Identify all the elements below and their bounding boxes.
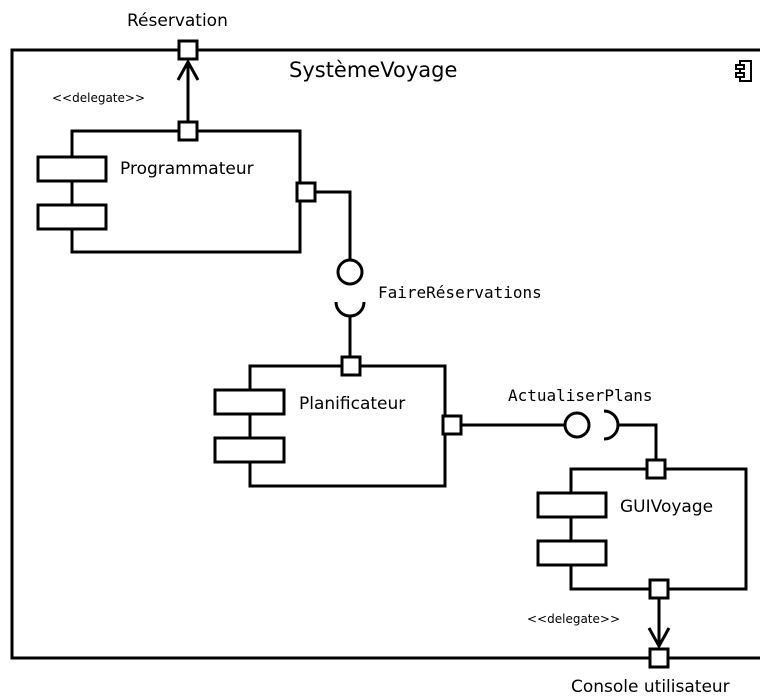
guivoyage-tab-bottom <box>536 539 608 567</box>
actualiser-plans-socket <box>603 409 620 441</box>
delegate-bottom-label: <<delegate>> <box>527 612 620 626</box>
programmateur-label: Programmateur <box>120 159 254 179</box>
programmateur-port-right <box>295 181 317 203</box>
component-guivoyage: GUIVoyage <box>536 458 748 600</box>
guivoyage-port-bottom <box>648 578 670 600</box>
faire-reservations-socket <box>334 301 366 318</box>
actualiser-plans-label: ActualiserPlans <box>508 386 653 405</box>
delegate-top-label: <<delegate>> <box>52 91 145 105</box>
component-planificateur: Planificateur <box>213 355 463 488</box>
actualiser-plans-lollipop <box>563 411 591 439</box>
component-icon <box>735 60 752 82</box>
planificateur-port-right <box>441 414 463 436</box>
guivoyage-port-top <box>645 458 667 480</box>
planificateur-port-top <box>340 355 362 377</box>
programmateur-body <box>70 129 302 254</box>
guivoyage-tab-top <box>536 491 608 519</box>
reservation-port <box>177 39 199 61</box>
system-boundary <box>10 48 760 660</box>
delegate-top-arrowhead <box>176 58 200 81</box>
planificateur-body <box>248 364 447 488</box>
component-programmateur: Programmateur <box>36 120 317 254</box>
planificateur-tab-top <box>213 388 286 416</box>
planificateur-label: Planificateur <box>299 394 405 414</box>
console-utilisateur-port <box>648 647 670 669</box>
guivoyage-body <box>569 467 748 591</box>
programmateur-tab-top <box>36 155 108 183</box>
programmateur-port-top <box>177 120 199 142</box>
faire-reservations-provided-line <box>315 190 352 260</box>
planificateur-tab-bottom <box>213 436 286 464</box>
faire-reservations-lollipop <box>336 258 364 286</box>
actualiser-plans-required-line <box>618 423 658 460</box>
faire-reservations-label: FaireRéservations <box>378 283 542 302</box>
system-name: SystèmeVoyage <box>289 58 457 82</box>
reservation-port-label: Réservation <box>127 11 228 31</box>
delegate-bottom-arrowhead <box>647 627 671 650</box>
console-utilisateur-port-label: Console utilisateur <box>571 677 730 697</box>
guivoyage-label: GUIVoyage <box>620 497 713 517</box>
programmateur-tab-bottom <box>36 203 108 231</box>
